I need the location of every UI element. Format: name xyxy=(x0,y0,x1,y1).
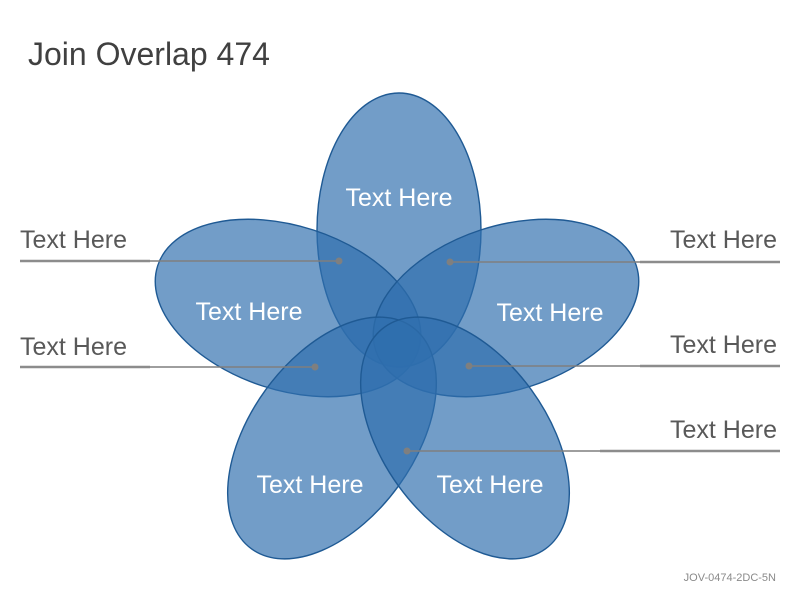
petal-label-lower-left: Text Here xyxy=(257,471,364,499)
callout-label: Text Here xyxy=(20,333,127,361)
callout-dot xyxy=(446,258,454,266)
petal-lower-right xyxy=(359,316,571,560)
callout-label: Text Here xyxy=(20,226,127,254)
callout-left-top: Text Here xyxy=(20,226,343,265)
callout-label: Text Here xyxy=(670,416,777,444)
callout-left-bottom: Text Here xyxy=(20,333,319,371)
callout-right-top: Text Here xyxy=(446,226,780,266)
callout-right-middle: Text Here xyxy=(465,331,780,370)
petal-label-lower-right: Text Here xyxy=(437,471,544,499)
callout-dot xyxy=(465,362,473,370)
callout-dot xyxy=(335,257,343,265)
footer-code: JOV-0474-2DC-5N xyxy=(683,572,776,584)
callout-label: Text Here xyxy=(670,331,777,359)
callout-label: Text Here xyxy=(670,226,777,254)
callout-dot xyxy=(311,363,319,371)
petal-label-upper-right: Text Here xyxy=(497,299,604,327)
slide-title: Join Overlap 474 xyxy=(28,36,270,72)
petal-label-upper-left: Text Here xyxy=(196,298,303,326)
petal-label-top: Text Here xyxy=(346,184,453,212)
callout-right-bottom: Text Here xyxy=(403,416,780,455)
callout-dot xyxy=(403,447,411,455)
